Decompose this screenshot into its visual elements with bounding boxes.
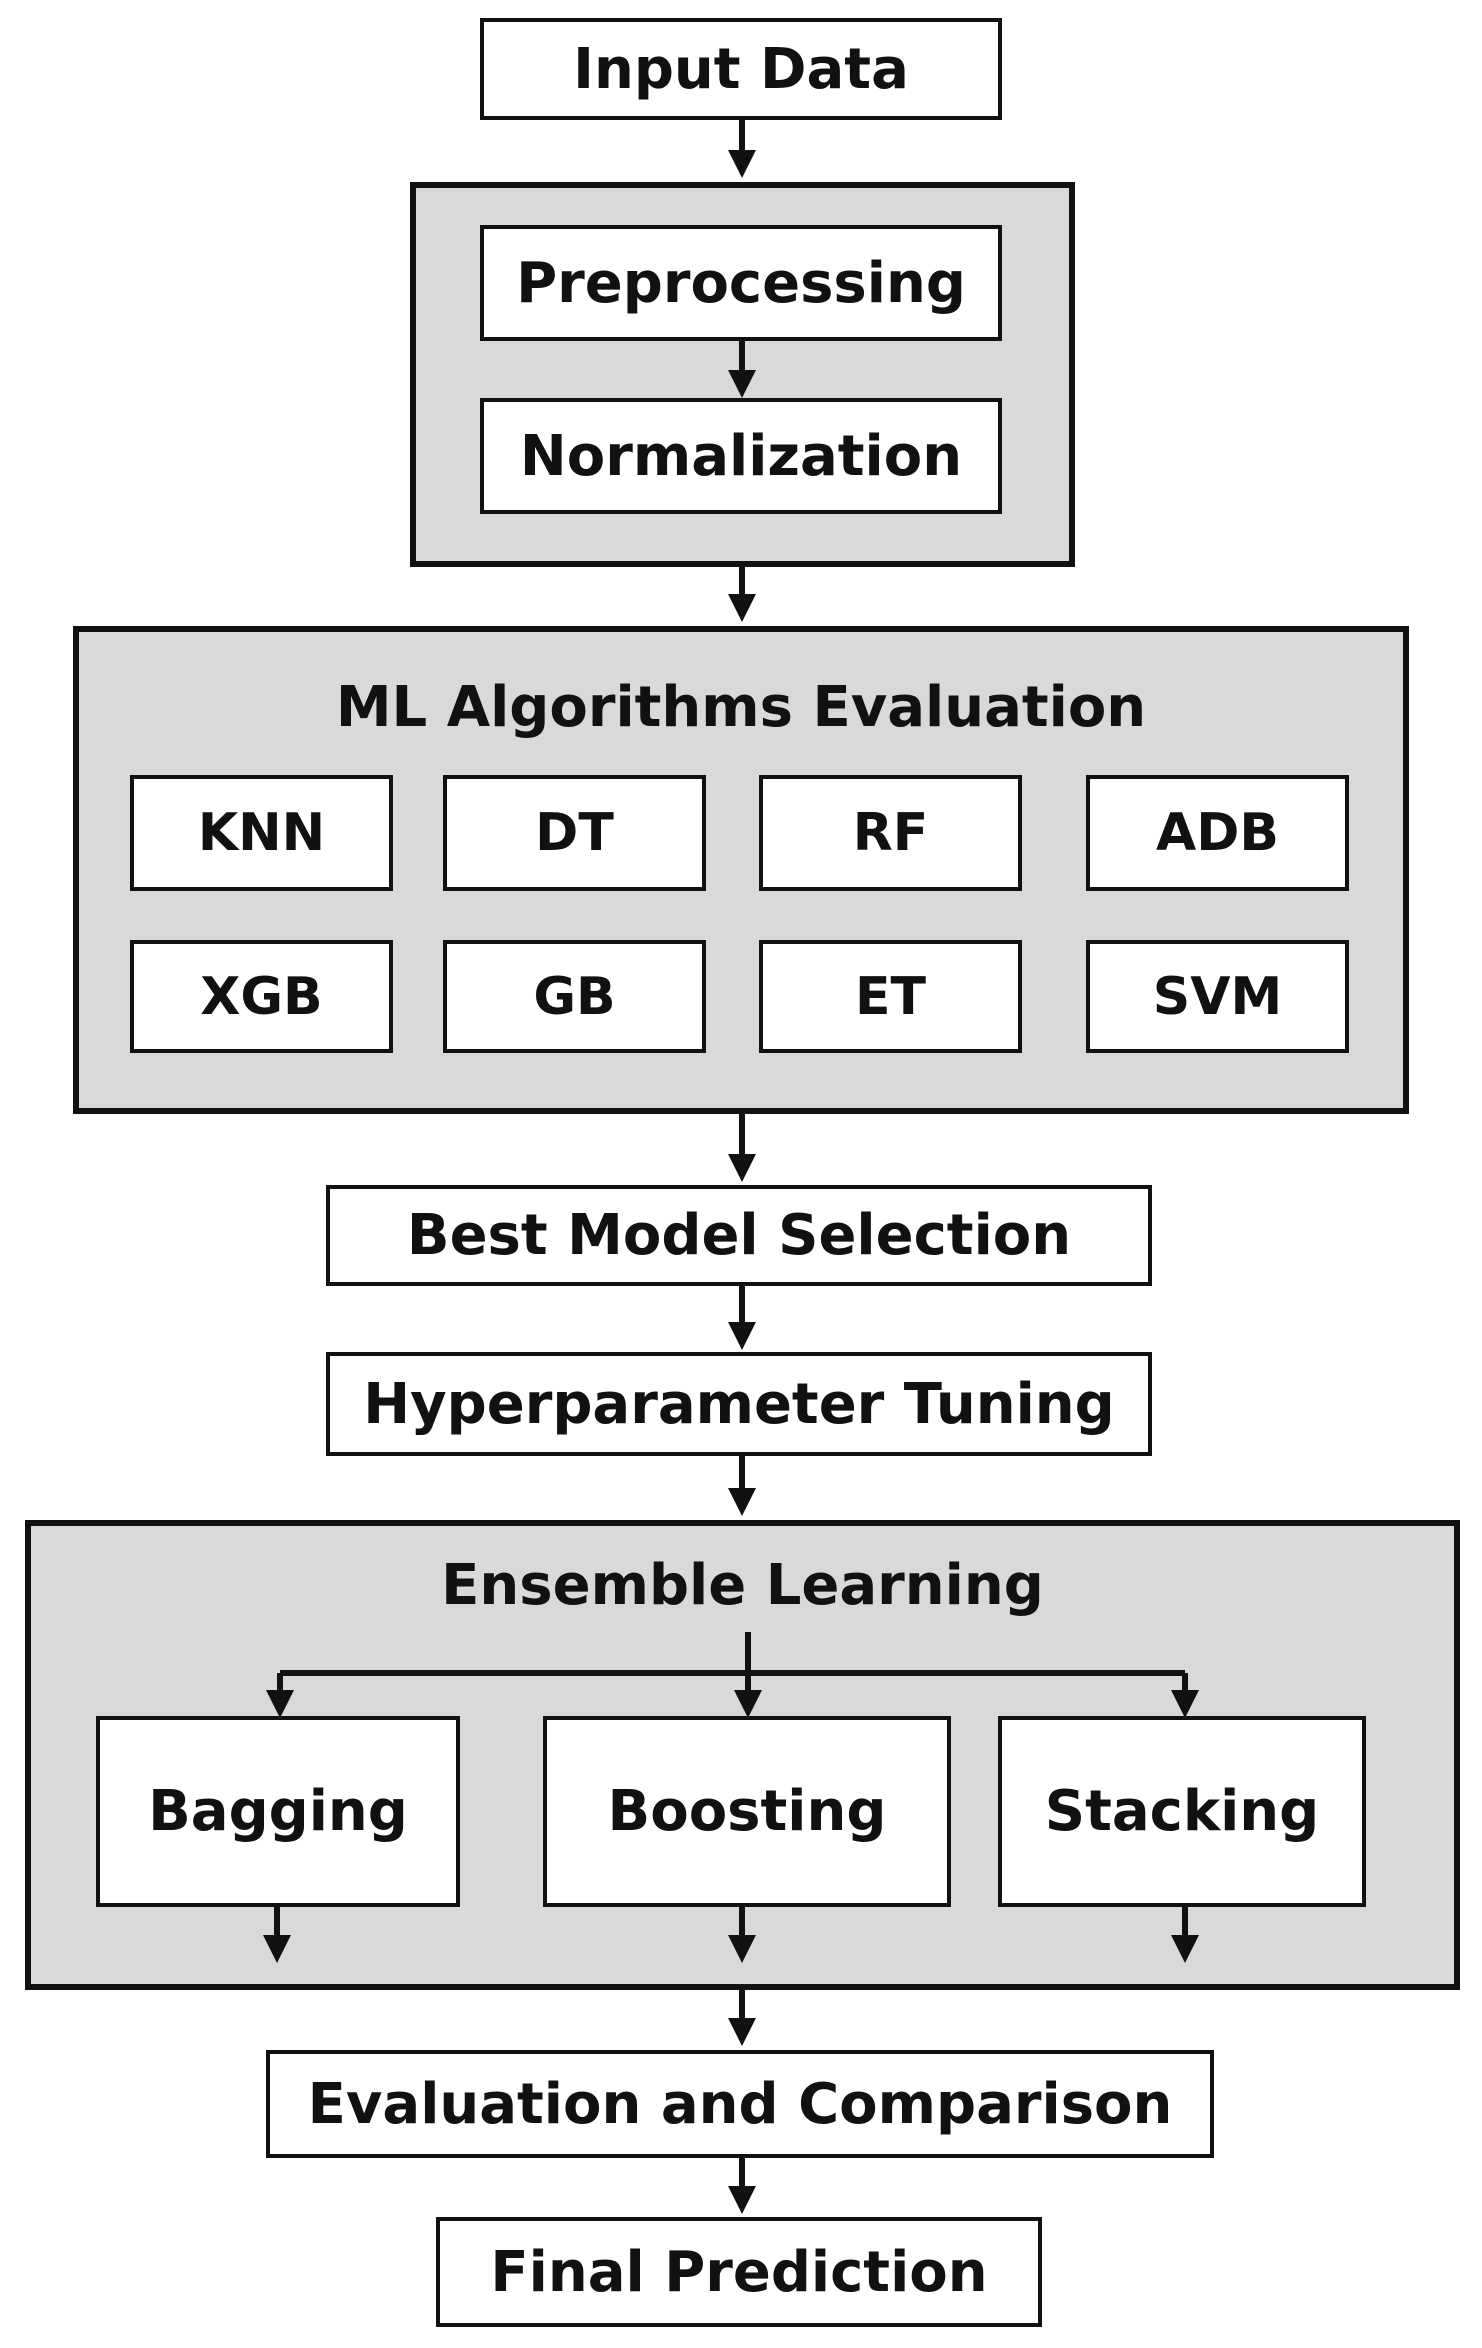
hyperparameter-tuning-box: Hyperparameter Tuning <box>326 1352 1152 1456</box>
algorithm-label: XGB <box>200 966 323 1027</box>
arrowhead <box>728 1154 756 1182</box>
normalization-box: Normalization <box>480 398 1002 514</box>
arrowhead <box>728 1935 756 1963</box>
ensemble-learning-title: Ensemble Learning <box>441 1553 1044 1618</box>
evaluation-comparison-box: Evaluation and Comparison <box>266 2050 1214 2158</box>
arrowheads <box>263 150 1199 2214</box>
stacking-box: Stacking <box>998 1716 1366 1907</box>
algorithm-svm-box: SVM <box>1086 940 1349 1053</box>
arrowhead <box>728 2186 756 2214</box>
bagging-box: Bagging <box>96 1716 460 1907</box>
algorithm-label: ADB <box>1155 803 1280 863</box>
algorithm-rf-box: RF <box>759 775 1022 891</box>
arrowhead <box>728 2018 756 2046</box>
boosting-box: Boosting <box>543 1716 951 1907</box>
stacking-label: Stacking <box>1044 1779 1320 1844</box>
best-model-selection-box: Best Model Selection <box>326 1185 1152 1286</box>
normalization-label: Normalization <box>519 423 963 489</box>
algorithm-label: DT <box>535 803 614 863</box>
algorithm-dt-box: DT <box>443 775 706 891</box>
arrowhead <box>263 1935 291 1963</box>
arrowhead <box>728 1322 756 1350</box>
preprocessing-box: Preprocessing <box>480 225 1002 341</box>
preprocessing-label: Preprocessing <box>516 250 966 316</box>
arrowhead <box>1171 1690 1199 1718</box>
arrowhead <box>728 150 756 178</box>
bagging-label: Bagging <box>148 1779 408 1844</box>
algorithm-knn-box: KNN <box>130 775 393 891</box>
algorithm-label: ET <box>855 966 926 1027</box>
arrowhead <box>728 1488 756 1516</box>
best-model-selection-label: Best Model Selection <box>406 1203 1072 1268</box>
hyperparameter-tuning-label: Hyperparameter Tuning <box>363 1371 1115 1437</box>
final-prediction-box: Final Prediction <box>436 2217 1042 2327</box>
algorithm-et-box: ET <box>759 940 1022 1053</box>
algorithm-xgb-box: XGB <box>130 940 393 1053</box>
arrowhead <box>1171 1935 1199 1963</box>
algorithm-adb-box: ADB <box>1086 775 1349 891</box>
input-data-label: Input Data <box>573 36 909 102</box>
arrowhead <box>728 594 756 622</box>
arrowhead <box>734 1690 762 1718</box>
ml-algorithms-title: ML Algorithms Evaluation <box>335 675 1147 740</box>
boosting-label: Boosting <box>607 1779 887 1844</box>
arrowhead <box>266 1690 294 1718</box>
arrowhead <box>728 370 756 398</box>
algorithm-gb-box: GB <box>443 940 706 1053</box>
algorithm-label: SVM <box>1152 966 1283 1027</box>
algorithm-label: RF <box>852 803 929 863</box>
final-prediction-label: Final Prediction <box>490 2239 988 2305</box>
input-data-box: Input Data <box>480 18 1002 120</box>
evaluation-comparison-label: Evaluation and Comparison <box>307 2071 1173 2137</box>
algorithm-label: GB <box>533 966 616 1027</box>
algorithm-label: KNN <box>197 803 326 863</box>
